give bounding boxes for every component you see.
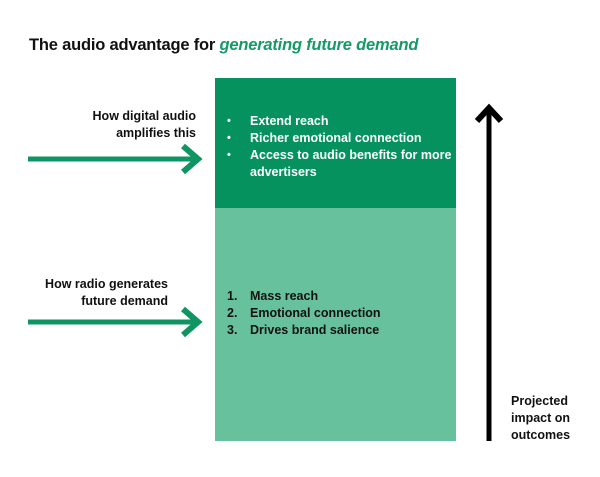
label-line: amplifies this <box>116 126 196 140</box>
title-highlight: generating future demand <box>219 36 419 54</box>
label-line: Projected <box>511 394 568 408</box>
impact-label: Projected impact on outcomes <box>511 393 570 444</box>
arrow-up-impact-icon <box>474 103 504 441</box>
digital-benefits-list: Extend reach Richer emotional connection… <box>227 113 452 181</box>
label-line: outcomes <box>511 428 571 442</box>
radio-benefits-list: 1. Mass reach 2. Emotional connection 3. Dr… <box>227 288 452 339</box>
digital-audio-box: Extend reach Richer emotional connection… <box>215 78 456 208</box>
list-item: 3. Drives brand salience <box>227 322 452 339</box>
list-item: Access to audio benefits for more advert… <box>227 147 452 181</box>
list-item: 1. Mass reach <box>227 288 452 305</box>
title-prefix: The audio advantage for <box>29 36 220 54</box>
radio-box: 1. Mass reach 2. Emotional connection 3. Dr… <box>215 208 456 441</box>
list-number: 1. <box>227 289 238 303</box>
list-item: Richer emotional connection <box>227 130 452 147</box>
digital-audio-label: How digital audio amplifies this <box>93 108 196 142</box>
label-line: How radio generates <box>45 277 168 291</box>
list-item: Extend reach <box>227 113 452 130</box>
label-line: How digital audio <box>92 109 196 123</box>
label-line: future demand <box>81 294 168 308</box>
list-text: Mass reach <box>250 289 319 303</box>
list-number: 2. <box>227 306 238 320</box>
arrow-right-radio-icon <box>28 306 203 338</box>
list-text: Drives brand salience <box>250 323 380 337</box>
arrow-right-digital-icon <box>28 143 203 175</box>
list-text: Emotional connection <box>250 306 381 320</box>
page-title: The audio advantage for generating futur… <box>29 36 418 55</box>
label-line: impact on <box>511 411 571 425</box>
radio-label: How radio generates future demand <box>45 276 168 310</box>
list-number: 3. <box>227 323 238 337</box>
list-item: 2. Emotional connection <box>227 305 452 322</box>
